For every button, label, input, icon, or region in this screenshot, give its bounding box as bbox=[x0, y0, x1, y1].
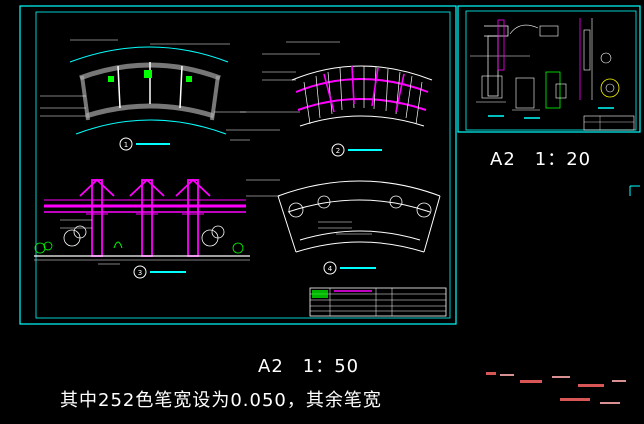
pen-width-note: 其中252色笔宽设为0.050，其余笔宽 bbox=[60, 390, 382, 411]
detail-number-2: 2 bbox=[336, 147, 340, 155]
detail-sheet-outer-frame bbox=[457, 5, 641, 133]
main-scale-caption: A2 1：50 bbox=[258, 356, 360, 377]
shrub-cluster-right bbox=[201, 225, 244, 254]
main-sheet-inner-frame bbox=[35, 11, 451, 319]
watermark-noise bbox=[486, 372, 626, 404]
plan-view-1: 1 bbox=[40, 39, 280, 151]
shrub-cluster-left bbox=[34, 225, 87, 254]
detail-number-1: 1 bbox=[124, 141, 128, 149]
main-sheet-outer-frame bbox=[19, 5, 457, 325]
plan-view-2: 2 bbox=[240, 41, 433, 157]
edge-marker bbox=[629, 185, 640, 196]
detail-sheet-inner-frame bbox=[465, 10, 637, 131]
detail-number-3: 3 bbox=[138, 269, 142, 277]
detail-scale-caption: A2 1：20 bbox=[490, 149, 592, 170]
elevation-view-3: 3 bbox=[34, 178, 280, 279]
plan-view-4: 4 bbox=[277, 180, 441, 275]
detail-number-4: 4 bbox=[328, 265, 333, 273]
detail-sheet-contents bbox=[470, 18, 635, 131]
title-block bbox=[309, 287, 447, 317]
